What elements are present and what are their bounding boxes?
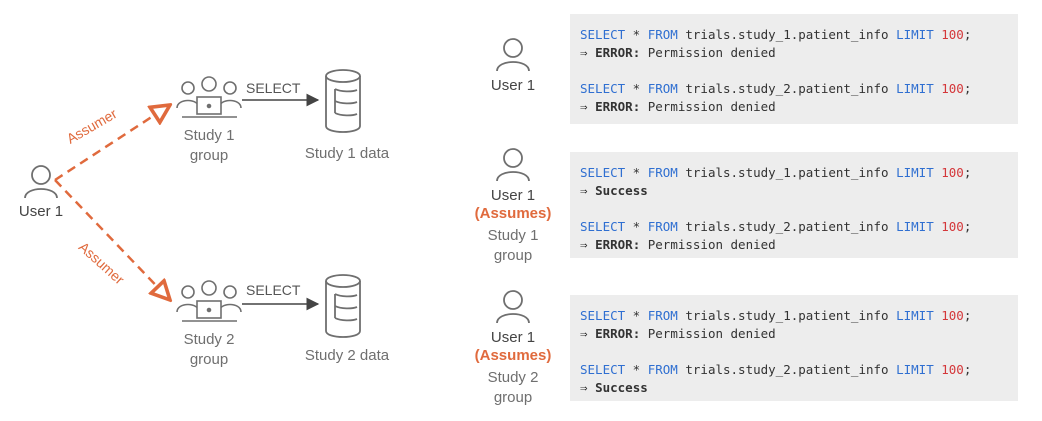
group-icon-study1	[176, 76, 242, 118]
code-box-row2: SELECT * FROM trials.study_1.patient_inf…	[570, 152, 1018, 258]
data-label-study1: Study 1 data	[304, 145, 390, 162]
query-line: SELECT * FROM trials.study_1.patient_inf…	[580, 27, 972, 42]
select-label-study2: SELECT	[246, 282, 301, 298]
result-line: ⇒ ERROR: Permission denied	[580, 45, 776, 60]
right-user-icons	[496, 38, 530, 324]
query-line: SELECT * FROM trials.study_1.patient_inf…	[580, 308, 972, 323]
select-label-study1: SELECT	[246, 80, 301, 96]
group-label-study1: Study 1 group	[183, 127, 235, 164]
user-icon-row3	[496, 290, 530, 324]
result-line: ⇒ ERROR: Permission denied	[580, 99, 776, 114]
code-box-row1: SELECT * FROM trials.study_1.patient_inf…	[570, 14, 1018, 124]
row3-group-label: Study 2 group	[487, 369, 539, 406]
result-line: ⇒ ERROR: Permission denied	[580, 326, 776, 341]
row2-group-label: Study 1 group	[487, 227, 539, 264]
row3-user-label: User 1	[490, 329, 536, 346]
group-icon-study2	[176, 280, 242, 322]
user-icon-row1	[496, 38, 530, 72]
row2-user-label: User 1	[490, 187, 536, 204]
query-line: SELECT * FROM trials.study_2.patient_inf…	[580, 219, 972, 234]
user-icon-left	[24, 165, 58, 199]
code-box-row3: SELECT * FROM trials.study_1.patient_inf…	[570, 295, 1018, 401]
row1-user-label: User 1	[490, 77, 536, 94]
data-label-study2: Study 2 data	[304, 347, 390, 364]
result-line: ⇒ ERROR: Permission denied	[580, 237, 776, 252]
database-icon-study2	[325, 274, 361, 338]
query-line: SELECT * FROM trials.study_1.patient_inf…	[580, 165, 972, 180]
query-line: SELECT * FROM trials.study_2.patient_inf…	[580, 362, 972, 377]
row2-assumes-label: (Assumes)	[474, 205, 552, 222]
assumer-arrow-top	[54, 105, 170, 182]
assumer-arrow-bottom	[54, 179, 170, 300]
database-icon-study1	[325, 69, 361, 133]
user-label-left: User 1	[18, 203, 64, 220]
diagram-svg	[24, 69, 361, 338]
result-line: ⇒ Success	[580, 183, 648, 198]
group-label-study2: Study 2 group	[183, 331, 235, 368]
user-icon-row2	[496, 148, 530, 182]
row3-assumes-label: (Assumes)	[474, 347, 552, 364]
result-line: ⇒ Success	[580, 380, 648, 395]
query-line: SELECT * FROM trials.study_2.patient_inf…	[580, 81, 972, 96]
